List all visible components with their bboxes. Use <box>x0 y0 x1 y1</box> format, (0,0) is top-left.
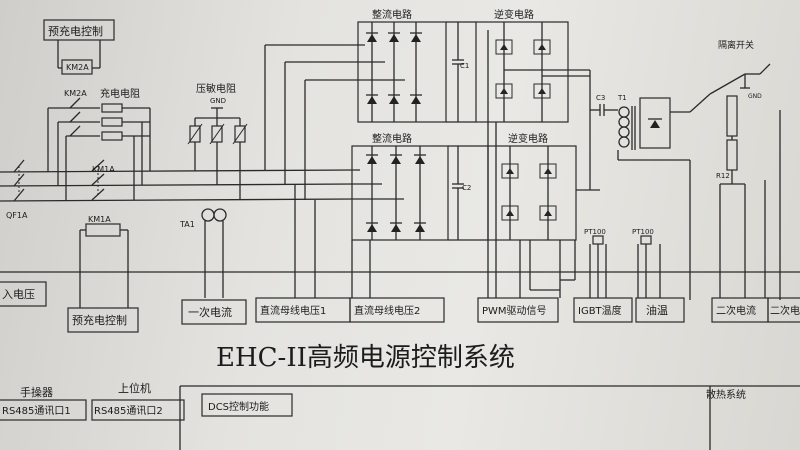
labels: 预充电控制 KM2A KM2A 充电电阻 压敏电阻 GND KM1A KM1A … <box>2 8 800 417</box>
main-power-lines <box>0 44 405 202</box>
bottom-label-igbt-temp: IGBT温度 <box>578 304 622 317</box>
precharge-control-top <box>43 19 115 75</box>
bottom-label-precharge: 预充电控制 <box>72 313 127 327</box>
ta1-transformer <box>201 208 227 298</box>
varistor-gnd-label: GND <box>210 97 226 105</box>
pt100-sensors <box>589 235 661 298</box>
c1-label: C1 <box>460 62 469 70</box>
bottom-label-secondary-voltage: 二次电 <box>770 304 800 317</box>
precharge-top-label: 预充电控制 <box>48 24 103 38</box>
varistor-label: 压敏电阻 <box>196 82 236 95</box>
inverter-1 <box>475 21 590 123</box>
rectifier-2-label: 整流电路 <box>372 132 412 145</box>
hand-operator-label: 手操器 <box>20 385 53 399</box>
pt100-a-label: PT100 <box>584 228 606 236</box>
c3-label: C3 <box>596 94 605 102</box>
rectifier-1-label: 整流电路 <box>372 8 412 21</box>
isolation-switch-label: 隔离开关 <box>718 39 754 51</box>
diagram-title: EHC-II高频电源控制系统 <box>216 343 515 373</box>
rs485-port-1-label: RS485通讯口1 <box>2 405 71 417</box>
bottom-label-input-voltage: 入电压 <box>2 288 35 301</box>
inverter-1-label: 逆变电路 <box>494 8 534 21</box>
qf1a-label: QF1A <box>6 211 28 220</box>
output-stage <box>590 63 781 300</box>
rectifier-2 <box>351 145 488 241</box>
bottom-label-secondary-current: 二次电流 <box>716 304 756 317</box>
km2a-coil-label: KM2A <box>66 63 89 72</box>
bottom-label-dc-bus-1: 直流母线电压1 <box>260 304 326 317</box>
pt100-b-label: PT100 <box>632 228 654 236</box>
km1a-coil-group <box>79 223 129 308</box>
ta1-label: TA1 <box>179 220 195 229</box>
cooling-system-label: 散热系统 <box>706 388 746 401</box>
signal-wires <box>0 30 800 298</box>
bottom-label-primary-current: 一次电流 <box>188 305 232 319</box>
rs485-port-2-label: RS485通讯口2 <box>94 405 163 417</box>
inverter-2 <box>487 70 600 241</box>
bottom-box-outlines <box>0 281 800 450</box>
bottom-label-pwm: PWM驱动信号 <box>482 305 547 317</box>
varistor-group <box>187 107 248 200</box>
charge-resistor-label: 充电电阻 <box>100 87 140 100</box>
km1a-contact-label: KM1A <box>92 165 115 174</box>
switch-gnd-label: GND <box>748 93 762 100</box>
host-computer-label: 上位机 <box>118 381 151 395</box>
inverter-2-label: 逆变电路 <box>508 132 548 145</box>
t1-label: T1 <box>617 94 627 102</box>
bottom-label-oil-temp: 油温 <box>646 303 668 317</box>
km2a-contact-label: KM2A <box>64 89 87 98</box>
r12-label: R12 <box>716 172 730 180</box>
c2-label: C2 <box>462 184 471 192</box>
bottom-label-dc-bus-2: 直流母线电压2 <box>354 304 420 317</box>
rectifier-1 <box>357 21 476 123</box>
dcs-control-label: DCS控制功能 <box>208 400 269 413</box>
km1a-coil-label: KM1A <box>88 215 111 224</box>
